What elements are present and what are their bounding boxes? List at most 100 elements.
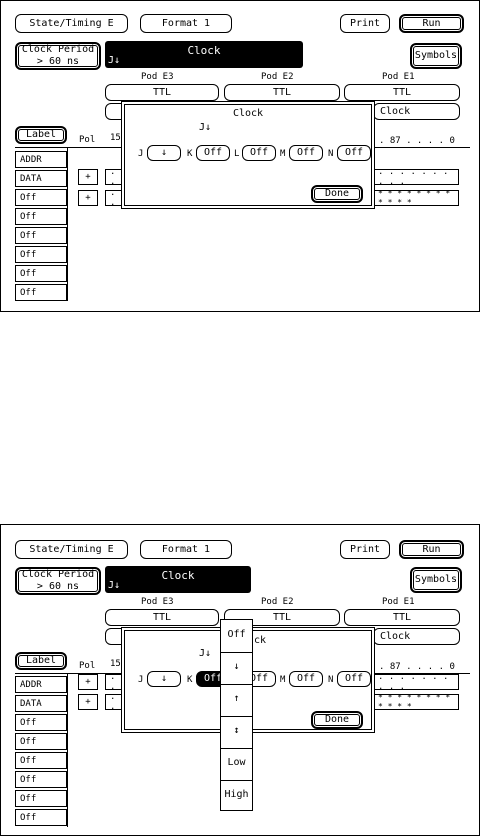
clock-k-letter: K — [187, 149, 193, 159]
clock-m-letter: M — [280, 675, 286, 685]
label-row-data[interactable]: DATA — [15, 695, 67, 712]
bits-right-addr[interactable]: . . . . . . . . . . — [373, 167, 459, 187]
label-row-off[interactable]: Off — [15, 733, 67, 750]
pod-e3-threshold[interactable]: TTL — [105, 84, 219, 101]
clock-j-letter: J — [138, 675, 144, 685]
clock-field-title: Clock — [161, 569, 195, 582]
dialog-title-partial: ck — [254, 635, 267, 646]
clock-m-letter: M — [280, 149, 286, 159]
pol-header: Pol — [79, 135, 96, 145]
clock-dialog: Clock J↓ J ↓ K Off L Off M Off N Off Don… — [121, 101, 375, 209]
pod-e2-threshold[interactable]: TTL — [224, 609, 340, 626]
menu-option-both-edges[interactable]: ↕ — [233, 725, 240, 736]
pod-e1-threshold[interactable]: TTL — [344, 609, 460, 626]
dialog-expression: J↓ — [199, 648, 212, 659]
pol-header: Pol — [79, 661, 96, 671]
bit-15-header: 15 — [110, 133, 121, 143]
label-row-addr[interactable]: ADDR — [15, 151, 67, 168]
clock-n-button[interactable]: Off — [337, 671, 371, 687]
format-button[interactable]: Format 1 — [140, 540, 232, 559]
print-button[interactable]: Print — [340, 14, 390, 33]
clock-n-letter: N — [328, 149, 334, 159]
label-row-off[interactable]: Off — [15, 714, 67, 731]
clock-field-value: J↓ — [108, 55, 121, 66]
clock-field-title: Clock — [187, 44, 221, 57]
pod-e2-threshold[interactable]: TTL — [224, 84, 340, 101]
screen-after: State/Timing E Format 1 Print Run Clock … — [0, 524, 480, 836]
symbols-button[interactable]: Symbols — [410, 567, 462, 593]
pol-cell-data[interactable]: + — [78, 190, 98, 206]
clock-field[interactable]: Clock J↓ — [105, 566, 251, 593]
clock-n-letter: N — [328, 675, 334, 685]
clock-period-label: Clock Period — [21, 569, 95, 580]
pod-e1-label: Pod E1 — [382, 597, 415, 607]
print-button[interactable]: Print — [340, 540, 390, 559]
label-row-off[interactable]: Off — [15, 790, 67, 807]
label-row-off[interactable]: Off — [15, 771, 67, 788]
clock-period-value: > 60 ns — [36, 56, 80, 67]
clock-m-button[interactable]: Off — [289, 145, 323, 161]
bits-right-data[interactable]: * * * * * * * * * * * * — [373, 693, 459, 711]
pod-e1-clock-button[interactable]: Clock — [373, 103, 460, 120]
label-button[interactable]: Label — [15, 652, 67, 670]
clock-l-button[interactable]: Off — [242, 145, 276, 161]
pod-e2-label: Pod E2 — [261, 72, 294, 82]
bit-15-header: 15 — [110, 659, 121, 669]
label-row-off[interactable]: Off — [15, 208, 67, 225]
done-button[interactable]: Done — [311, 185, 363, 203]
pol-cell-data[interactable]: + — [78, 694, 98, 710]
clock-period-button[interactable]: Clock Period > 60 ns — [15, 42, 101, 70]
menu-option-falling-edge[interactable]: ↓ — [233, 661, 240, 672]
pol-cell-addr[interactable]: + — [78, 674, 98, 690]
clock-j-button[interactable]: ↓ — [147, 145, 181, 161]
state-timing-button[interactable]: State/Timing E — [15, 14, 128, 33]
clock-period-label: Clock Period — [21, 44, 95, 55]
label-row-off[interactable]: Off — [15, 246, 67, 263]
symbols-button[interactable]: Symbols — [410, 43, 462, 69]
bits-right-data[interactable]: * * * * * * * * * * * * — [373, 189, 459, 207]
run-button[interactable]: Run — [399, 14, 464, 33]
clock-j-button[interactable]: ↓ — [147, 671, 181, 687]
label-button[interactable]: Label — [15, 126, 67, 144]
clock-edge-menu: Off ↓ ↑ ↕ Low High — [220, 619, 253, 811]
menu-option-low[interactable]: Low — [227, 757, 246, 768]
bits-right-addr[interactable]: . . . . . . . . . . — [373, 672, 459, 692]
label-row-data[interactable]: DATA — [15, 170, 67, 187]
pod-e2-label: Pod E2 — [261, 597, 294, 607]
pod-e1-label: Pod E1 — [382, 72, 415, 82]
menu-option-off[interactable]: Off — [227, 629, 246, 640]
clock-field[interactable]: Clock J↓ — [105, 41, 303, 68]
label-row-off[interactable]: Off — [15, 284, 67, 301]
bits-header: . 87 . . . . 0 — [379, 136, 455, 146]
clock-period-value: > 60 ns — [36, 581, 80, 592]
state-timing-button[interactable]: State/Timing E — [15, 540, 128, 559]
menu-option-rising-edge[interactable]: ↑ — [233, 693, 240, 704]
pod-e1-threshold[interactable]: TTL — [344, 84, 460, 101]
clock-l-letter: L — [234, 149, 240, 159]
bits-header: . 87 . . . . 0 — [379, 662, 455, 672]
clock-j-letter: J — [138, 149, 144, 159]
clock-k-button[interactable]: Off — [196, 145, 230, 161]
run-button[interactable]: Run — [399, 540, 464, 559]
label-row-addr[interactable]: ADDR — [15, 676, 67, 693]
label-row-off[interactable]: Off — [15, 227, 67, 244]
clock-k-letter: K — [187, 675, 193, 685]
pod-e3-label: Pod E3 — [141, 597, 174, 607]
clock-n-button[interactable]: Off — [337, 145, 371, 161]
format-button[interactable]: Format 1 — [140, 14, 232, 33]
menu-option-high[interactable]: High — [224, 789, 249, 800]
clock-field-value: J↓ — [108, 580, 121, 591]
clock-period-button[interactable]: Clock Period > 60 ns — [15, 567, 101, 595]
dialog-title: Clock — [232, 108, 264, 119]
bits-left-data[interactable]: . . — [105, 692, 125, 712]
pod-e3-threshold[interactable]: TTL — [105, 609, 219, 626]
label-row-off[interactable]: Off — [15, 189, 67, 206]
done-button[interactable]: Done — [311, 711, 363, 729]
clock-m-button[interactable]: Off — [289, 671, 323, 687]
label-row-off[interactable]: Off — [15, 809, 67, 826]
label-row-off[interactable]: Off — [15, 265, 67, 282]
pol-cell-addr[interactable]: + — [78, 169, 98, 185]
screen-before: State/Timing E Format 1 Print Run Clock … — [0, 0, 480, 312]
pod-e1-clock-button[interactable]: Clock — [373, 628, 460, 645]
label-row-off[interactable]: Off — [15, 752, 67, 769]
